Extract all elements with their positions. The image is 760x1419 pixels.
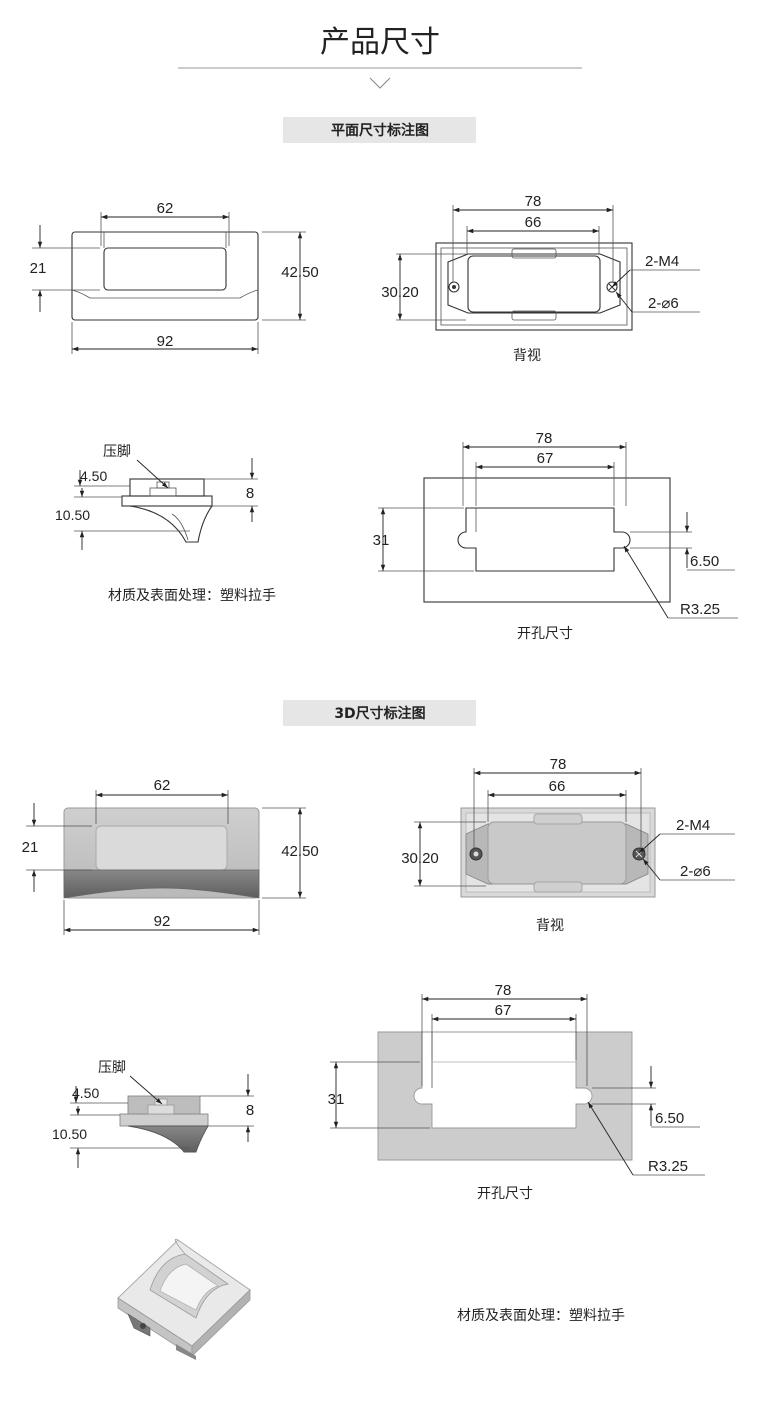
threed-back-dim-78: 78 [550, 756, 567, 773]
plan-back-dim-30-20: 30.20 [381, 284, 419, 301]
plan-section-banner [283, 117, 476, 143]
threed-handle-lip [63, 869, 260, 899]
plan-cutout-radius: R3.25 [680, 601, 720, 618]
plan-front-dim-21: 21 [30, 260, 47, 277]
cutout-hole [457, 507, 631, 572]
threed-back-dim-66: 66 [549, 778, 566, 795]
plan-side-foot-label: 压脚 [103, 444, 131, 460]
handle-recess [103, 247, 227, 291]
threed-back-caption: 背视 [536, 918, 564, 934]
page-title: 产品尺寸 [320, 25, 440, 60]
threed-cutout-panel [377, 1031, 633, 1161]
back-plate [447, 253, 621, 314]
threed-back-hole: 2-⌀6 [680, 863, 711, 880]
threed-recess [95, 825, 228, 871]
plan-cutout-dim-78: 78 [536, 430, 553, 447]
plan-front-dim-62: 62 [157, 200, 174, 217]
threed-cutout-caption: 开孔尺寸 [477, 1186, 533, 1202]
side-base [121, 495, 213, 507]
plan-cutout-caption: 开孔尺寸 [517, 626, 573, 642]
plan-side-view: 压脚 4.50 10.50 8 [55, 444, 258, 550]
plan-back-dim-78: 78 [525, 193, 542, 210]
threed-front-dim-21: 21 [22, 839, 39, 856]
plan-back-hole: 2-⌀6 [648, 295, 679, 312]
plan-front-dim-42-50: 42.50 [281, 264, 319, 281]
threed-back-view: 78 66 30.20 2-M4 2-⌀6 背视 [401, 756, 735, 934]
plan-front-dim-92: 92 [157, 333, 174, 350]
plan-section-title: 平面尺寸标注图 [331, 122, 429, 139]
plan-back-view: 78 66 30.20 2-M4 2-⌀6 背视 [381, 193, 700, 364]
plan-cutout-dim-31: 31 [373, 532, 390, 549]
threed-back-thread: 2-M4 [676, 817, 710, 834]
plan-material: 材质及表面处理：塑料拉手 [108, 588, 276, 604]
threed-back-dim-30-20: 30.20 [401, 850, 439, 867]
threed-front-dim-92: 92 [154, 913, 171, 930]
cutout-panel [423, 477, 671, 603]
plan-cutout-dim-6-50: 6.50 [690, 553, 719, 570]
plan-cutout-dim-67: 67 [537, 450, 554, 467]
back-outer [435, 242, 633, 331]
threed-side-foot [127, 1125, 209, 1153]
threed-side-view: 压脚 4.50 10.50 8 [52, 1060, 254, 1168]
threed-cutout-dim-6-50: 6.50 [655, 1110, 684, 1127]
threed-material: 材质及表面处理：塑料拉手 [457, 1308, 625, 1324]
threed-cutout-dim-67: 67 [495, 1002, 512, 1019]
plan-back-thread: 2-M4 [645, 253, 679, 270]
threed-cutout-view: 78 67 31 6.50 R3.25 开孔尺寸 [328, 982, 705, 1202]
plan-back-dim-66: 66 [525, 214, 542, 231]
plan-side-dim-4-50: 4.50 [80, 468, 107, 484]
threed-section-banner [283, 700, 476, 726]
threed-side-dim-4-50: 4.50 [72, 1085, 99, 1101]
screw-left [448, 281, 460, 293]
isometric-render [117, 1238, 251, 1360]
threed-front-dim-62: 62 [154, 777, 171, 794]
plan-cutout-view: 78 67 31 6.50 R3.25 开孔尺寸 [373, 430, 738, 642]
side-foot [129, 505, 213, 543]
threed-side-base [119, 1113, 209, 1127]
threed-cutout-dim-31: 31 [328, 1091, 345, 1108]
chevron-down-icon [369, 77, 391, 89]
threed-side-dim-8: 8 [246, 1102, 254, 1119]
threed-section-title: 3D尺寸标注图 [334, 705, 425, 722]
plan-side-dim-10-50: 10.50 [55, 507, 90, 523]
handle-outline [71, 231, 259, 321]
plan-front-view: 62 21 42.50 92 [30, 200, 319, 354]
threed-cutout-radius: R3.25 [648, 1158, 688, 1175]
plan-side-dim-8: 8 [246, 485, 254, 502]
threed-side-foot-label: 压脚 [98, 1060, 126, 1076]
threed-cutout-dim-78: 78 [495, 982, 512, 999]
threed-front-view: 62 21 42.50 92 [22, 777, 319, 935]
handle-curve [71, 289, 259, 299]
threed-side-dim-10-50: 10.50 [52, 1126, 87, 1142]
plan-back-caption: 背视 [513, 348, 541, 364]
threed-front-dim-42-50: 42.50 [281, 843, 319, 860]
